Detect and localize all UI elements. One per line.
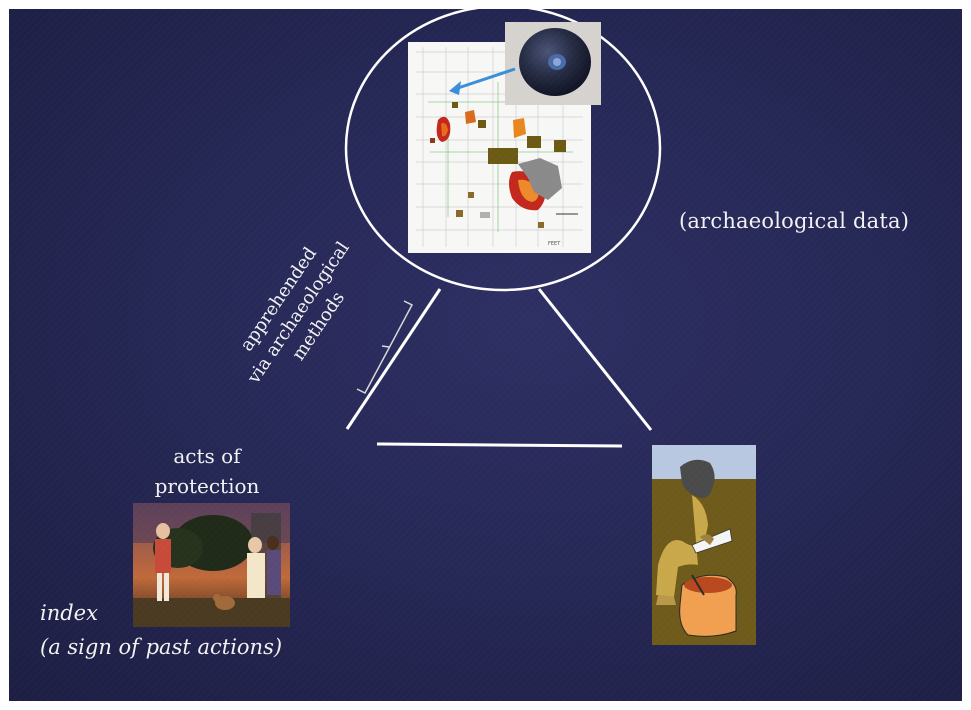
- painting-image: [133, 503, 290, 627]
- diagram-lines: [344, 9, 662, 448]
- left-connector-line: [345, 288, 442, 430]
- base-connector-line: [376, 442, 623, 448]
- index-label: index (a sign of past actions): [40, 596, 282, 664]
- archaeologist-drawing: [652, 445, 756, 645]
- right-connector-line: [537, 288, 653, 431]
- index-line-2: (a sign of past actions): [40, 635, 283, 659]
- acts-of-protection-label: acts of protection: [154, 444, 260, 498]
- data-ellipse: [344, 9, 662, 292]
- bead-drawing: [505, 22, 601, 105]
- map-scale-label: FEET: [548, 241, 561, 247]
- archaeological-data-label: (archaeological data): [679, 209, 910, 233]
- curly-bracket: [356, 300, 414, 394]
- slide: FEET: [9, 9, 962, 701]
- painting-drawing: [133, 503, 290, 627]
- bead-image: [505, 22, 601, 105]
- archaeologist-image: [652, 445, 756, 645]
- index-line-1: index: [40, 601, 98, 625]
